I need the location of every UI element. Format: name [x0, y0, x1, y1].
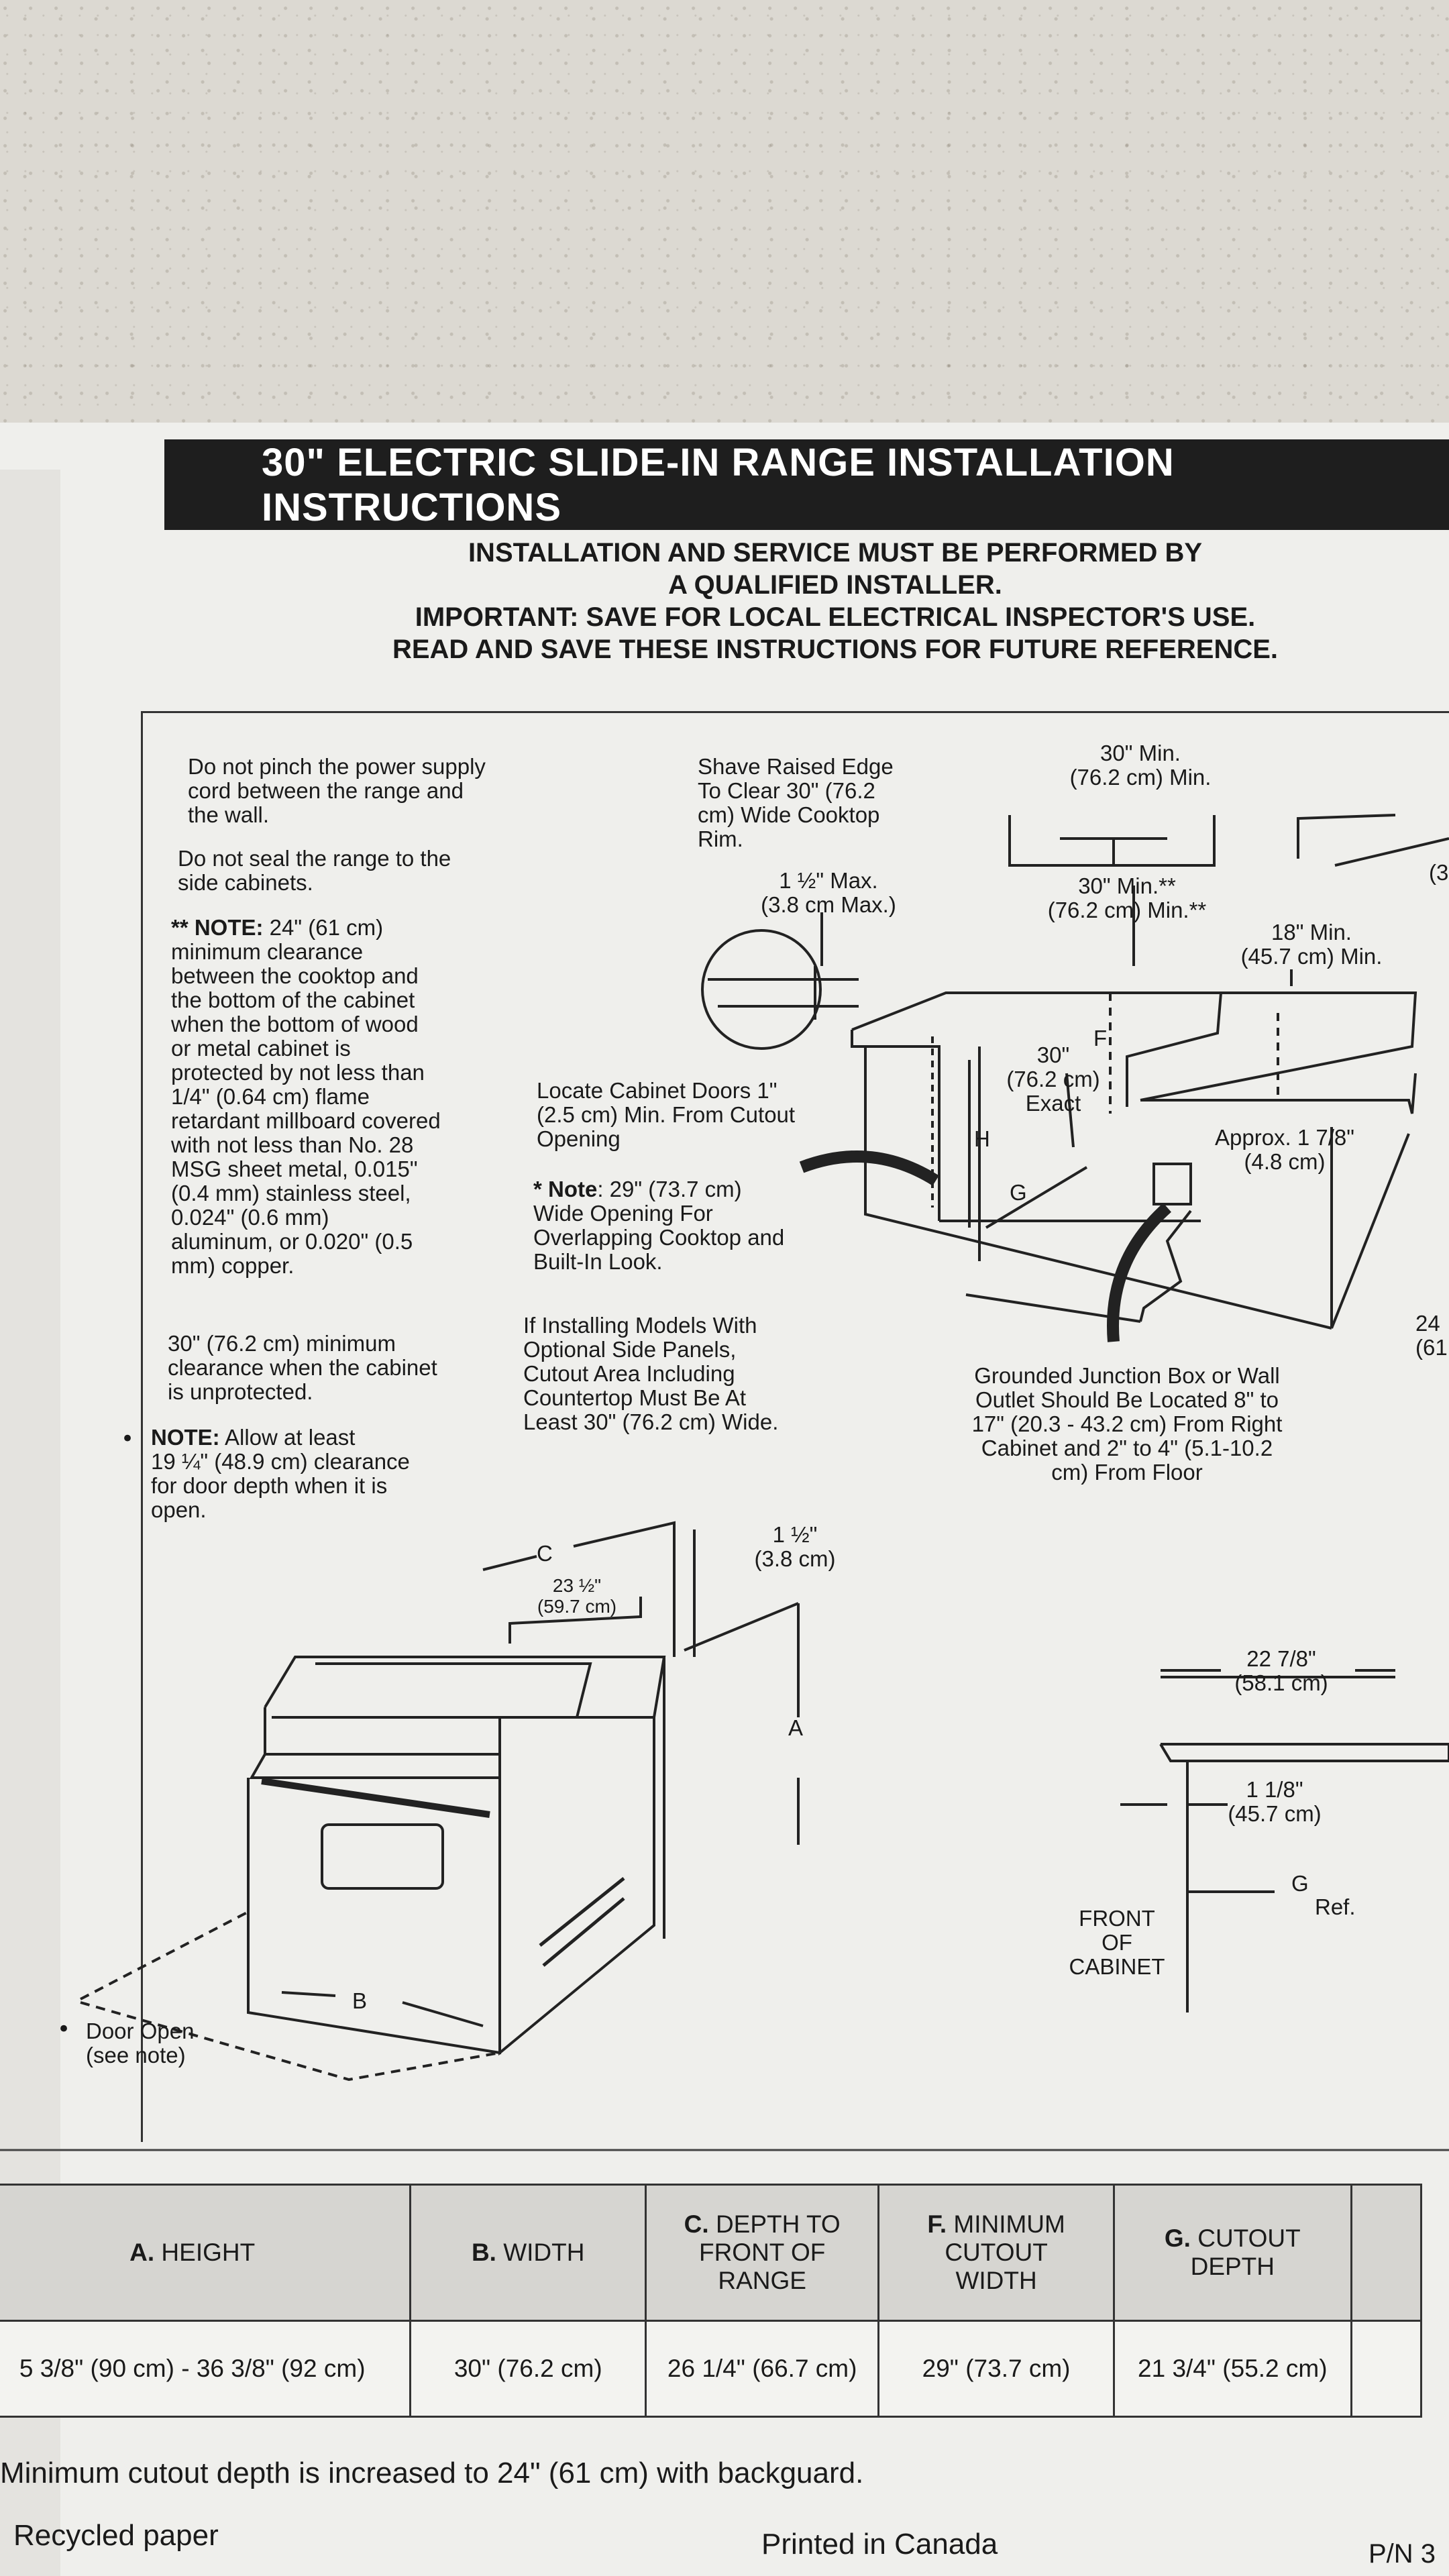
header-key: B. [471, 2239, 496, 2266]
spec-table-area: A. HEIGHT B. WIDTH C. DEPTH TO FRONT OF … [0, 2184, 1449, 2438]
label-door-open: Door Open (see note) [86, 2019, 195, 2068]
dim-label-g: G [1010, 1180, 1027, 1205]
callout-cabinet-doors: Locate Cabinet Doors 1" (2.5 cm) Min. Fr… [537, 1078, 796, 1151]
table-header-cell: B. WIDTH [409, 2184, 647, 2322]
dim-1-5: 1 ½" (3.8 cm) [754, 1522, 836, 1571]
label-front-of-cabinet: FRONT OF CABINET [1069, 1906, 1165, 1979]
header-label: CUTOUT DEPTH [1190, 2224, 1301, 2280]
callout-29-opening: * Note: 29" (73.7 cm) Wide Opening For O… [533, 1177, 835, 1274]
note-label: * Note [533, 1177, 598, 1201]
note-label: NOTE: [151, 1425, 220, 1450]
callout-edge-fragment: (3 [1429, 860, 1449, 885]
table-header-cell: A. HEIGHT [0, 2184, 412, 2322]
dim-22-7-8: 22 7/8" (58.1 cm) [1234, 1646, 1328, 1695]
callout-edge-fragment: 24 (61 [1415, 1311, 1448, 1360]
dim-label-g-ref: G [1291, 1871, 1309, 1896]
note-door-depth: NOTE: Allow at least 19 ¼" (48.9 cm) cle… [151, 1426, 527, 1522]
header-line: INSTALLATION AND SERVICE MUST BE PERFORM… [468, 538, 1203, 568]
dim-label-b: B [352, 1988, 368, 2013]
callout-max: 1 ½" Max. (3.8 cm Max.) [761, 868, 896, 917]
header-key: F. [927, 2210, 947, 2238]
spec-table: A. HEIGHT B. WIDTH C. DEPTH TO FRONT OF … [0, 2184, 1423, 2418]
header-warnings: INSTALLATION AND SERVICE MUST BE PERFORM… [315, 537, 1355, 665]
callout-approx: Approx. 1 7/8" (4.8 cm) [1214, 1125, 1354, 1174]
dim-ref: Ref. [1315, 1894, 1356, 1919]
dim-label-f: F [1093, 1026, 1108, 1051]
callout-side-panels: If Installing Models With Optional Side … [523, 1313, 779, 1434]
header-label: DEPTH TO FRONT OF RANGE [698, 2210, 841, 2294]
dim-23-5: 23 ½" (59.7 cm) [537, 1575, 617, 1617]
dim-label-h: H [974, 1126, 990, 1151]
table-cell: 21 3/4" (55.2 cm) [1112, 2320, 1352, 2418]
table-cell: 5 3/8" (90 cm) - 36 3/8" (92 cm) [0, 2320, 412, 2418]
header-key: A. [129, 2239, 155, 2266]
header-label: MINIMUM CUTOUT WIDTH [945, 2210, 1065, 2294]
note-body: 24" (61 cm) minimum clearance between th… [171, 915, 441, 1278]
callout-30-min-top: 30" Min. (76.2 cm) Min. [1069, 741, 1212, 790]
callout-18-min: 18" Min. (45.7 cm) Min. [1240, 920, 1383, 969]
dim-label-a: A [788, 1715, 804, 1740]
callout-exact-width: 30" (76.2 cm) Exact [1006, 1042, 1100, 1116]
diagram-frame [141, 711, 1449, 2142]
table-header-cell [1350, 2184, 1423, 2322]
note-pinch-cord: Do not pinch the power supply cord betwe… [188, 754, 486, 827]
header-line: IMPORTANT: SAVE FOR LOCAL ELECTRICAL INS… [415, 602, 1256, 632]
header-line: READ AND SAVE THESE INSTRUCTIONS FOR FUT… [392, 635, 1279, 664]
recycled-paper: Recycled paper [13, 2519, 219, 2552]
header-label: HEIGHT [154, 2239, 256, 2266]
note-seal: Do not seal the range to the side cabine… [178, 846, 451, 895]
dim-label-c: C [537, 1541, 553, 1566]
table-cell [1350, 2320, 1423, 2418]
header-label: WIDTH [496, 2239, 585, 2266]
table-cell: 30" (76.2 cm) [409, 2320, 647, 2418]
note-clearance: ** NOTE: 24" (61 cm) minimum clearance b… [171, 916, 547, 1278]
table-header-cell: F. MINIMUM CUTOUT WIDTH [877, 2184, 1115, 2322]
table-cell: 29" (73.7 cm) [877, 2320, 1115, 2418]
table-cell: 26 1/4" (66.7 cm) [645, 2320, 880, 2418]
printed-in: Printed in Canada [761, 2528, 998, 2561]
table-header-row: A. HEIGHT B. WIDTH C. DEPTH TO FRONT OF … [0, 2184, 1423, 2322]
page-title: 30" ELECTRIC SLIDE-IN RANGE INSTALLATION… [164, 439, 1449, 530]
bullet: • [121, 1426, 135, 1452]
countertop-background [0, 0, 1449, 483]
table-row: 5 3/8" (90 cm) - 36 3/8" (92 cm) 30" (76… [0, 2320, 1423, 2418]
note-body: : 29" (73.7 cm) Wide Opening For Overlap… [533, 1177, 785, 1274]
callout-shave-edge: Shave Raised Edge To Clear 30" (76.2 cm)… [698, 754, 894, 851]
dim-1-1-8: 1 1/8" (45.7 cm) [1228, 1777, 1322, 1826]
table-header-cell: G. CUTOUT DEPTH [1112, 2184, 1352, 2322]
note-unprotected: 30" (76.2 cm) minimum clearance when the… [168, 1331, 437, 1404]
part-number: P/N 3 [1368, 2539, 1436, 2569]
callout-30-min-star: 30" Min.** (76.2 cm) Min.** [1047, 873, 1207, 922]
bullet: • [57, 2016, 71, 2043]
note-body: Allow at least 19 ¼" (48.9 cm) clearance… [151, 1425, 410, 1522]
header-key: G. [1164, 2224, 1191, 2252]
callout-junction-box: Grounded Junction Box or Wall Outlet Sho… [971, 1363, 1283, 1485]
backguard-note: Minimum cutout depth is increased to 24"… [0, 2457, 864, 2489]
header-key: C. [684, 2210, 709, 2238]
note-label: ** NOTE: [171, 915, 264, 940]
table-header-cell: C. DEPTH TO FRONT OF RANGE [645, 2184, 880, 2322]
header-line: A QUALIFIED INSTALLER. [668, 570, 1002, 600]
